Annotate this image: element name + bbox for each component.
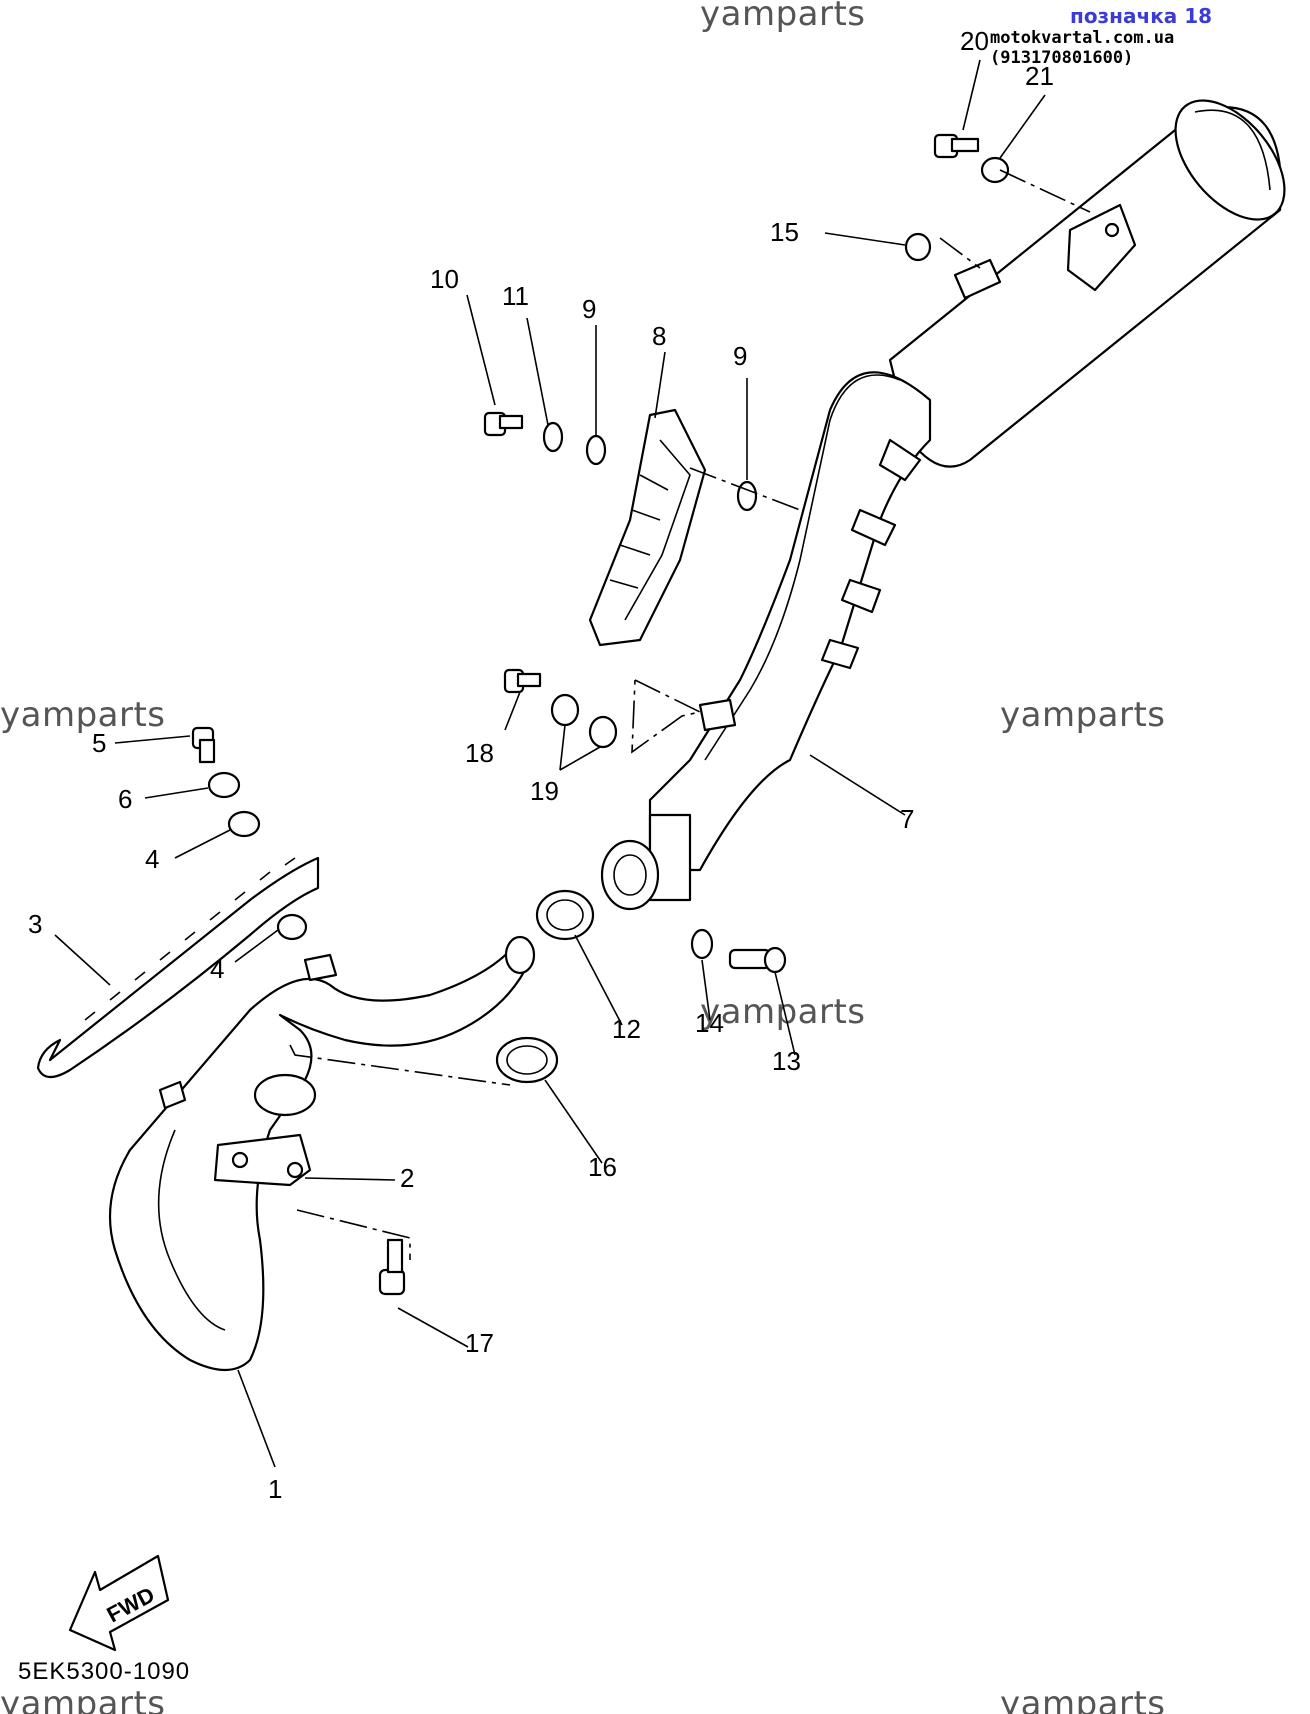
diagram-label: позначка 18 — [1070, 4, 1213, 28]
callout-18: 18 — [465, 738, 494, 768]
callout-21: 21 — [1025, 61, 1054, 91]
part-code: 5EK5300-1090 — [18, 1658, 191, 1685]
callout-20: 20 — [960, 26, 989, 56]
heat-guard-part — [588, 408, 707, 647]
callout-7: 7 — [900, 804, 914, 834]
watermark-right: yamparts — [1000, 695, 1166, 735]
callout-11: 11 — [502, 281, 529, 311]
hardware-bolts — [191, 133, 1010, 1296]
callout-17: 17 — [465, 1328, 494, 1358]
joint-gasket-part — [535, 889, 595, 941]
watermark-bottom-right: yamparts — [1000, 1684, 1166, 1714]
callout-16: 16 — [588, 1152, 617, 1182]
callout-6: 6 — [118, 784, 132, 814]
callout-15: 15 — [770, 217, 799, 247]
leader-lines — [54, 59, 1046, 1468]
callout-5: 5 — [92, 728, 106, 758]
callout-13: 13 — [772, 1046, 801, 1076]
forward-arrow-icon: FWD — [68, 1554, 170, 1652]
callout-9b: 9 — [733, 341, 747, 371]
callout-2: 2 — [400, 1163, 414, 1193]
pipe-protector-part — [36, 856, 320, 1079]
watermark-center: yamparts — [700, 992, 866, 1032]
callout-9a: 9 — [582, 294, 596, 324]
watermark-left: yamparts — [0, 695, 166, 735]
watermark-top: yamparts — [700, 0, 866, 34]
watermark-bottom-left: yamparts — [0, 1684, 166, 1714]
callout-10: 10 — [430, 264, 459, 294]
muffler-part — [600, 99, 1286, 911]
exhaust-pipe-part — [108, 935, 536, 1371]
callout-4b: 4 — [210, 954, 224, 984]
callout-19: 19 — [530, 776, 559, 806]
callout-4a: 4 — [145, 844, 159, 874]
callout-numbers: 1 2 3 4 4 5 6 7 8 9 9 10 11 12 13 14 15 … — [28, 26, 1054, 1504]
callout-14: 14 — [695, 1008, 724, 1038]
callout-1: 1 — [268, 1474, 282, 1504]
assembly-lines — [289, 169, 1091, 1260]
site-reference: motokvartal.com.ua (913170801600) — [990, 28, 1175, 68]
callout-3: 3 — [28, 909, 42, 939]
gasket-part — [495, 1036, 559, 1084]
callout-12: 12 — [612, 1014, 641, 1044]
callout-8: 8 — [652, 321, 666, 351]
